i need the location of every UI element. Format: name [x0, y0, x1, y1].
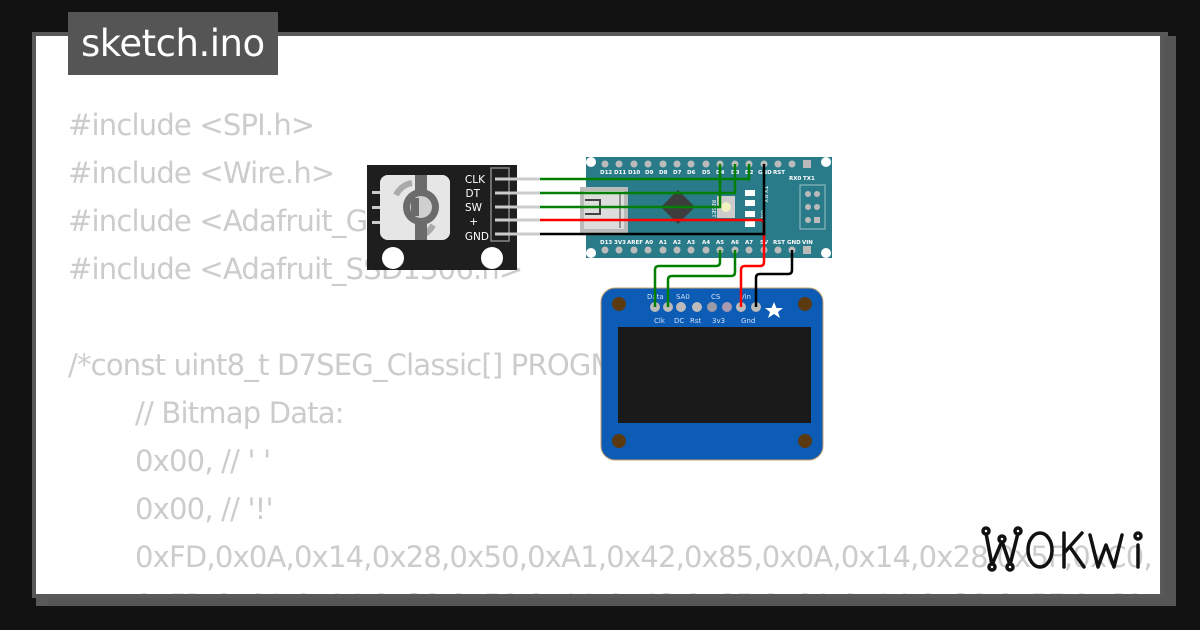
card-shadow-right	[1164, 36, 1176, 606]
pin-d9: D9	[645, 170, 654, 176]
pin-d12: D12	[600, 170, 612, 176]
pin-label-dt: DT	[466, 188, 481, 200]
file-tab[interactable]: sketch.ino	[68, 12, 278, 75]
pin-label-sw: SW	[465, 202, 483, 214]
code-line: 0x00, // ' '	[135, 444, 271, 478]
pin-a3: A3	[687, 240, 695, 246]
oled-label-vin: Vin	[740, 293, 751, 301]
code-line: #include <SPI.h>	[68, 108, 315, 142]
wire-gnd	[540, 164, 766, 236]
code-line: 0xFD,0x0A,0x14,0x28,0x50,0xA1,0x42,0x85,…	[135, 540, 1153, 574]
reset-label: RESET	[710, 200, 716, 218]
card-right-border	[1160, 32, 1164, 598]
wire-a4-data	[653, 250, 722, 307]
pin-rst-bottom: RST	[773, 240, 785, 246]
oled-display[interactable]: Data SA0 CS Vin Clk DC Rst 3v3 Gnd	[600, 287, 824, 461]
oled-label-dc: DC	[674, 317, 684, 325]
pin-d10: D10	[628, 170, 640, 176]
pin-aref: AREF	[627, 240, 643, 246]
pin-d7: D7	[673, 170, 682, 176]
pin-d11: D11	[614, 170, 626, 176]
pin-d8: D8	[659, 170, 668, 176]
bottom-margin	[0, 606, 1200, 630]
pin-a2: A2	[673, 240, 681, 246]
pin-a0: A0	[645, 240, 653, 246]
card-shadow-bottom	[48, 598, 1176, 606]
code-line: // Bitmap Data:	[135, 396, 345, 430]
code-card	[32, 32, 1168, 598]
pin-label-clk: CLK	[465, 174, 486, 186]
oled-label-clk: Clk	[654, 317, 666, 325]
oled-label-sa0: SA0	[676, 293, 690, 301]
wokwi-logo: WOKWi	[978, 525, 1143, 572]
pin-d5: D5	[702, 170, 711, 176]
oled-label-gnd: Gnd	[741, 317, 755, 325]
logo-text: WOKWi	[978, 525, 982, 526]
wire-sw-d4	[540, 164, 722, 209]
pin-label-gnd: GND	[465, 231, 489, 243]
code-line: #include <Wire.h>	[68, 156, 335, 190]
pin-a5: A5	[716, 240, 724, 246]
pin-3v3: 3V3	[614, 240, 626, 246]
pin-label-plus: +	[469, 216, 478, 228]
oled-label-3v3: 3v3	[712, 317, 725, 325]
pin-d6: D6	[687, 170, 696, 176]
pin-gnd-bottom: GND	[787, 240, 801, 246]
on-label: ON	[759, 210, 765, 218]
code-line: 0x00, // '!'	[135, 492, 273, 526]
pin-a4: A4	[702, 240, 710, 246]
star-icon	[765, 302, 783, 318]
wire-a5-clk	[666, 250, 737, 307]
wire-5v-vin	[739, 250, 766, 307]
pin-a6: A6	[731, 240, 739, 246]
oled-label-cs: CS	[711, 293, 721, 301]
pin-d13: D13	[600, 240, 612, 246]
right-margin	[1176, 0, 1200, 630]
pin-vin: VIN	[802, 240, 813, 246]
pin-a7: A7	[745, 240, 753, 246]
wire-dt-d3	[540, 164, 737, 195]
pin-rx0: RX0	[789, 176, 801, 182]
pin-rst-top: RST	[773, 170, 785, 176]
oled-label-rst: Rst	[690, 317, 702, 325]
wires[interactable]	[540, 164, 794, 307]
pin-tx1: TX1	[803, 176, 815, 182]
wire-clk-d2	[540, 164, 751, 181]
rotary-encoder[interactable]: CLK DT SW + GND	[367, 165, 540, 270]
pin-a1: A1	[659, 240, 667, 246]
wire-gnd-oled	[754, 250, 794, 307]
